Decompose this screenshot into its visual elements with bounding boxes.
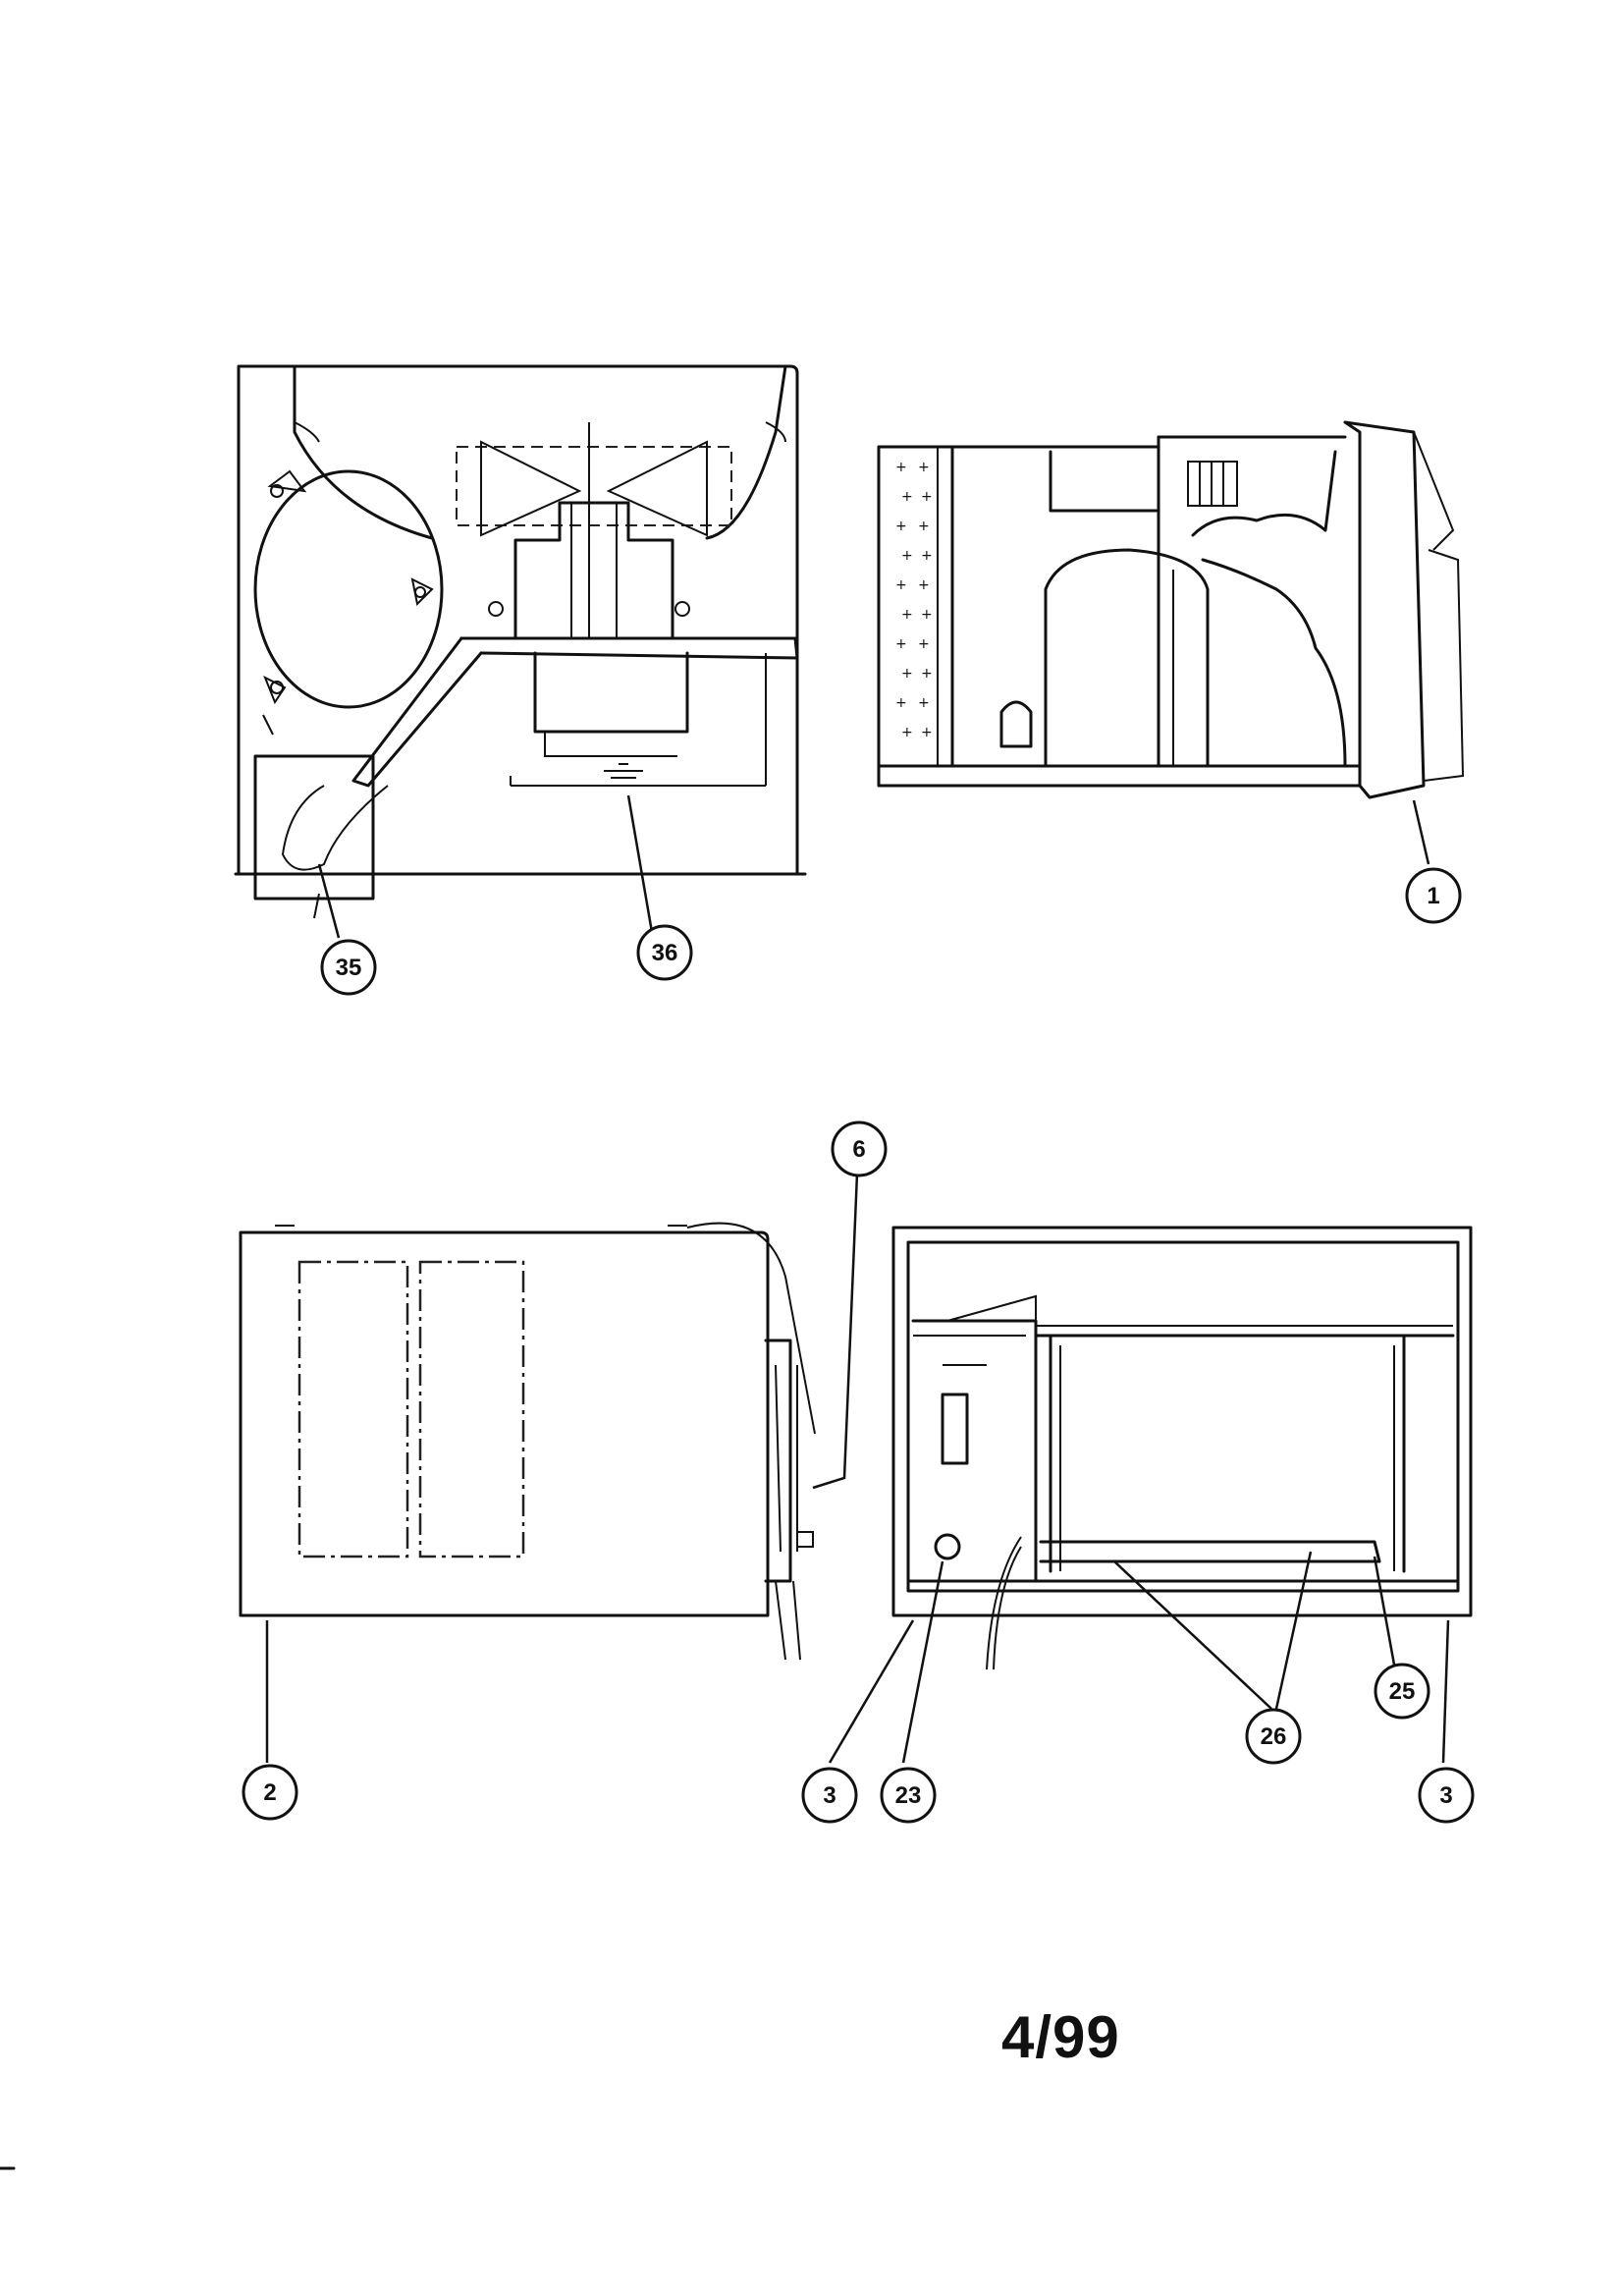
callout-2: 2 bbox=[242, 1764, 298, 1821]
svg-text:3: 3 bbox=[823, 1782, 836, 1809]
svg-text:+: + bbox=[921, 666, 933, 682]
callout-23: 23 bbox=[880, 1767, 937, 1824]
svg-text:26: 26 bbox=[1261, 1723, 1287, 1750]
callout-35: 35 bbox=[320, 939, 377, 996]
svg-text:36: 36 bbox=[652, 940, 678, 966]
svg-text:+: + bbox=[901, 607, 913, 623]
view-side: + + + + + + + + + + + + + + + + + + + + bbox=[877, 420, 1465, 799]
callout-1: 1 bbox=[1405, 867, 1462, 924]
callout-26: 26 bbox=[1245, 1708, 1302, 1765]
svg-text:+: + bbox=[918, 519, 930, 534]
view-front-cutaway bbox=[234, 364, 807, 919]
view-chassis bbox=[891, 1226, 1473, 1670]
svg-text:+: + bbox=[918, 577, 930, 593]
svg-text:+: + bbox=[918, 636, 930, 652]
svg-text:+: + bbox=[901, 725, 913, 740]
svg-text:+: + bbox=[895, 636, 907, 652]
svg-text:+: + bbox=[921, 607, 933, 623]
svg-text:+: + bbox=[921, 548, 933, 564]
svg-text:+: + bbox=[921, 725, 933, 740]
callout-6: 6 bbox=[831, 1121, 888, 1177]
svg-text:+: + bbox=[921, 489, 933, 505]
svg-text:2: 2 bbox=[263, 1779, 276, 1806]
svg-text:+: + bbox=[901, 489, 913, 505]
callout-36: 36 bbox=[636, 924, 693, 981]
svg-text:25: 25 bbox=[1389, 1678, 1416, 1705]
svg-text:+: + bbox=[901, 548, 913, 564]
callout-3-left: 3 bbox=[801, 1767, 858, 1824]
svg-text:+: + bbox=[901, 666, 913, 682]
svg-text:23: 23 bbox=[895, 1782, 922, 1809]
svg-text:35: 35 bbox=[336, 955, 362, 981]
callout-25: 25 bbox=[1374, 1663, 1430, 1720]
svg-text:+: + bbox=[895, 577, 907, 593]
svg-text:+: + bbox=[918, 695, 930, 711]
svg-text:+: + bbox=[895, 695, 907, 711]
view-cabinet bbox=[239, 1222, 816, 1661]
svg-text:+: + bbox=[895, 460, 907, 475]
page-number: 4/99 bbox=[1001, 2004, 1120, 2070]
leader-lines bbox=[265, 794, 1450, 1764]
svg-text:3: 3 bbox=[1439, 1782, 1452, 1809]
svg-text:1: 1 bbox=[1427, 883, 1439, 909]
svg-text:+: + bbox=[895, 519, 907, 534]
callout-3-right: 3 bbox=[1418, 1767, 1475, 1824]
svg-text:+: + bbox=[918, 460, 930, 475]
svg-text:6: 6 bbox=[852, 1136, 865, 1163]
